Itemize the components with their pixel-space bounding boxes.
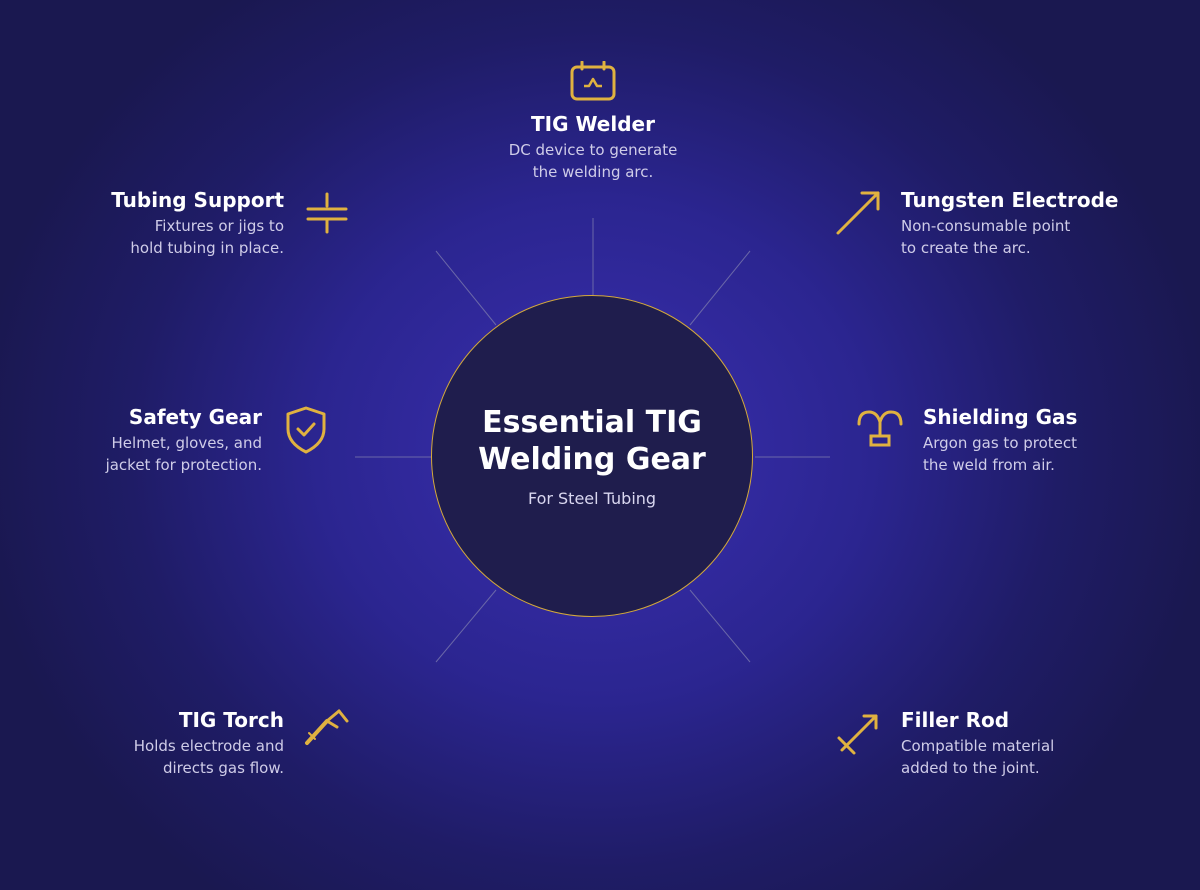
node-desc-line-2: to create the arc. — [901, 239, 1031, 257]
filler-rod-icon — [836, 710, 882, 756]
spoke-bottom-left — [435, 589, 497, 663]
node-desc-line-1: Fixtures or jigs to — [154, 217, 284, 235]
node-title: Tungsten Electrode — [901, 188, 1119, 212]
hub-title-line-1: Essential TIG — [482, 405, 702, 440]
hub-title-line-2: Welding Gear — [478, 442, 706, 477]
node-desc-line-1: DC device to generate — [508, 141, 678, 159]
clamp-icon — [306, 192, 348, 234]
spoke-top-left — [435, 250, 497, 326]
hub-subtitle: For Steel Tubing — [527, 489, 657, 508]
node-desc-line-2: jacket for protection. — [105, 456, 262, 474]
node-filler-rod: Filler Rod Compatible material added to … — [901, 707, 1101, 779]
spoke-bottom-right — [689, 589, 751, 663]
node-desc-line-1: Helmet, gloves, and — [111, 434, 262, 452]
torch-icon — [303, 709, 349, 747]
node-title: Safety Gear — [128, 405, 262, 429]
node-tubing-support: Tubing Support Fixtures or jigs to hold … — [64, 187, 284, 259]
node-tig-torch: TIG Torch Holds electrode and directs ga… — [84, 707, 284, 779]
node-desc-line-1: Non-consumable point — [901, 217, 1071, 235]
node-desc-line-2: the weld from air. — [923, 456, 1055, 474]
node-tig-welder: TIG Welder DC device to generate the wel… — [493, 111, 693, 183]
welder-monitor-icon — [570, 61, 616, 101]
shield-check-icon — [285, 405, 327, 455]
gas-valve-icon — [856, 408, 904, 448]
center-hub — [431, 295, 753, 617]
node-desc-line-1: Argon gas to protect — [923, 434, 1078, 452]
node-desc-line-2: hold tubing in place. — [130, 239, 284, 257]
node-desc-line-2: directs gas flow. — [162, 759, 284, 777]
node-desc-line-1: Holds electrode and — [133, 737, 284, 755]
spoke-top-right — [689, 250, 751, 326]
node-title: Shielding Gas — [923, 405, 1078, 429]
node-desc-line-2: the welding arc. — [532, 163, 654, 181]
electrode-arrow-icon — [834, 189, 882, 237]
node-title: TIG Torch — [178, 708, 284, 732]
node-shielding-gas: Shielding Gas Argon gas to protect the w… — [923, 404, 1123, 476]
node-title: TIG Welder — [531, 112, 655, 136]
node-desc-line-1: Compatible material — [901, 737, 1055, 755]
node-title: Filler Rod — [901, 708, 1010, 732]
hub-title: Essential TIG Welding Gear — [431, 404, 753, 478]
node-tungsten-electrode: Tungsten Electrode Non-consumable point … — [901, 187, 1131, 259]
node-desc-line-2: added to the joint. — [901, 759, 1040, 777]
node-safety-gear: Safety Gear Helmet, gloves, and jacket f… — [62, 404, 262, 476]
node-title: Tubing Support — [111, 188, 284, 212]
